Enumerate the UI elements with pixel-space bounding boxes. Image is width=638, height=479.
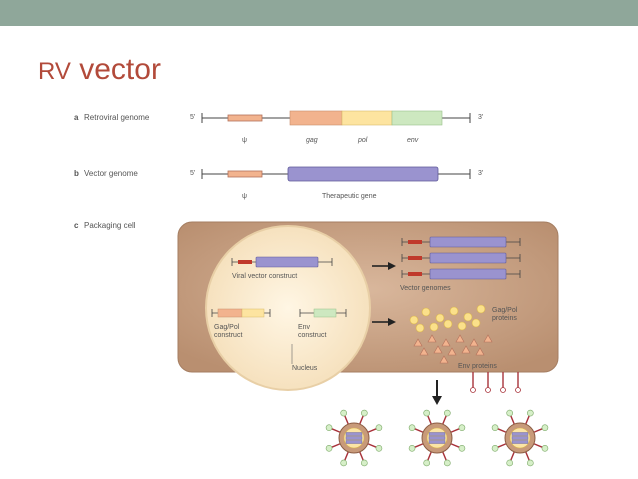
therapeutic-gene-segment	[287, 166, 439, 182]
env-construct-label-1: Env	[298, 324, 311, 331]
title-prefix: RV	[38, 58, 71, 85]
gagpol-construct-label-2: construct	[214, 332, 242, 339]
panel-a-3prime: 3'	[478, 114, 483, 121]
virion	[325, 409, 383, 467]
virion	[491, 409, 549, 467]
gagpol-proteins-label-2: proteins	[492, 315, 517, 322]
membrane-env-proteins	[472, 372, 519, 388]
panel-b-psi: ψ	[242, 193, 247, 200]
gagpol-protein-circles	[409, 304, 486, 333]
panel-a-psi-box	[227, 114, 263, 122]
vector-genome-copy	[401, 268, 521, 280]
slide-title: RV vector	[38, 52, 161, 90]
vector-genome-copy	[401, 236, 521, 248]
gag-segment	[289, 110, 343, 126]
env-proteins-label: Env proteins	[458, 363, 497, 370]
panel-b-5prime: 5'	[190, 170, 195, 177]
panel-a-retroviral-genome: a Retroviral genome 5' 3' ψ gag pol env	[74, 110, 483, 144]
gagpol-construct-pol	[241, 308, 265, 318]
vector-genome-copy	[401, 252, 521, 264]
env-segment	[391, 110, 443, 126]
top-accent-bar	[0, 0, 638, 26]
title-main: vector	[70, 53, 161, 86]
panel-b-letter: b	[74, 169, 79, 178]
gag-label: gag	[306, 137, 318, 144]
therapeutic-gene-label: Therapeutic gene	[322, 193, 377, 200]
nucleus	[205, 225, 371, 391]
viral-particles	[325, 409, 549, 467]
panel-b-3prime: 3'	[478, 170, 483, 177]
panel-a-letter: a	[74, 113, 79, 122]
pol-label: pol	[357, 137, 368, 144]
panel-b-psi-box	[227, 170, 263, 178]
gagpol-construct-gag	[217, 308, 243, 318]
panel-a-5prime: 5'	[190, 114, 195, 121]
vector-genomes-label: Vector genomes	[400, 285, 451, 292]
panel-c-packaging-cell: c Packaging cell Viral vector construct …	[74, 221, 559, 405]
viral-vector-construct-label: Viral vector construct	[232, 273, 297, 280]
panel-a-psi: ψ	[242, 137, 247, 144]
env-construct-label-2: construct	[298, 332, 326, 339]
panel-a-label: Retroviral genome	[84, 113, 150, 122]
pol-segment	[341, 110, 393, 126]
panel-b-vector-genome: b Vector genome 5' 3' ψ Therapeutic gene	[74, 166, 483, 200]
virion	[408, 409, 466, 467]
viral-construct-psi	[238, 260, 252, 264]
gagpol-proteins-label-1: Gag/Pol	[492, 307, 518, 314]
env-construct-box	[313, 308, 337, 318]
viral-construct-gene	[255, 256, 319, 268]
panel-c-label: Packaging cell	[84, 221, 136, 230]
panel-c-letter: c	[74, 221, 79, 230]
env-label: env	[407, 137, 419, 144]
vector-genomes	[401, 236, 521, 280]
env-protein-triangles	[413, 334, 493, 364]
gagpol-construct-label-1: Gag/Pol	[214, 324, 240, 331]
panel-b-label: Vector genome	[84, 169, 138, 178]
nucleus-label: Nucleus	[292, 365, 318, 372]
